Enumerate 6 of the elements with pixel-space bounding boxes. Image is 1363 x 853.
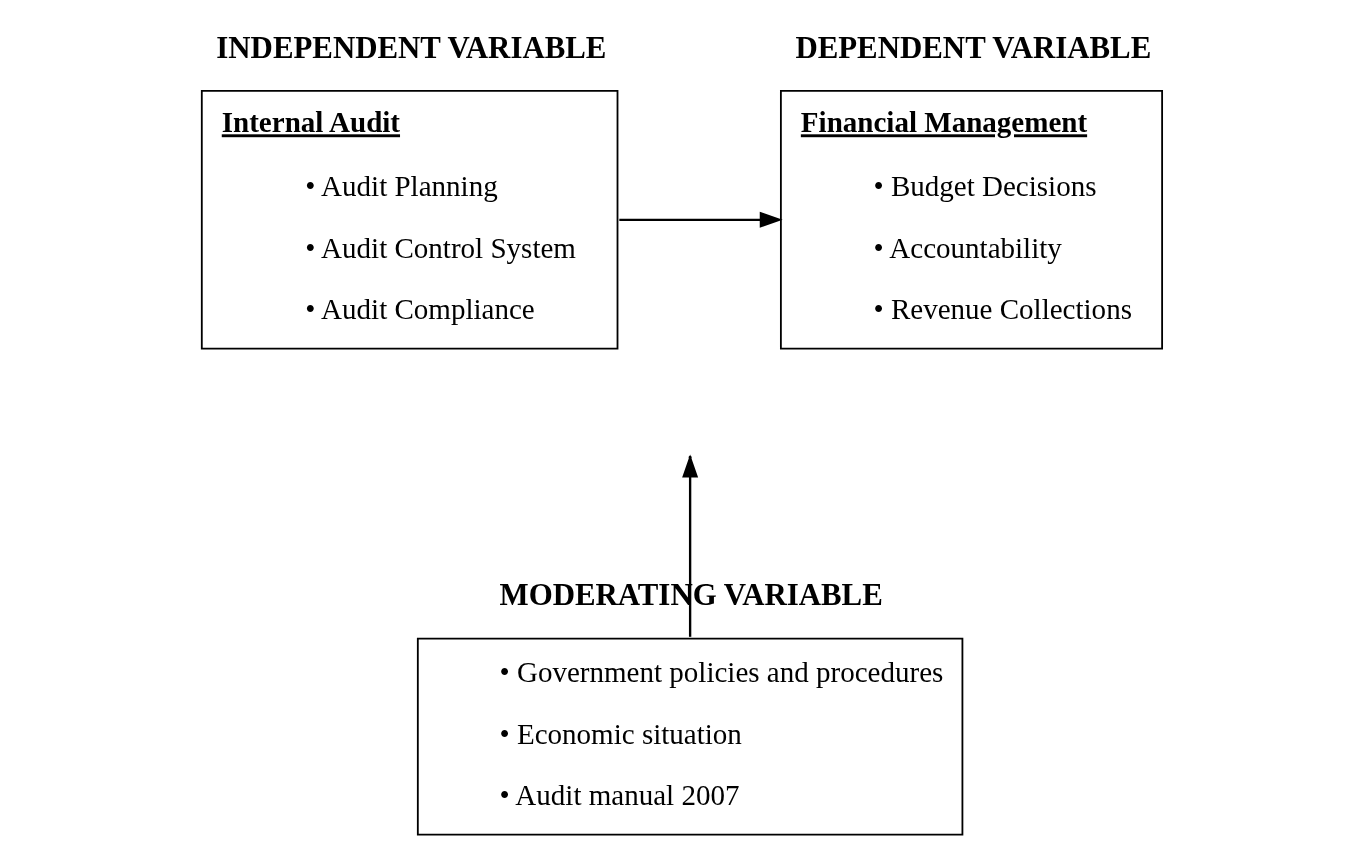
- arrow: [619, 211, 783, 228]
- node-box: Internal Audit • Audit Planning • Audit Control System • Audit Compliance: [200, 90, 619, 350]
- node-label: DEPENDENT VARIABLE: [795, 30, 1152, 65]
- node-label: INDEPENDENT VARIABLE: [216, 30, 607, 65]
- node-box: • Government policies and procedures • Economic situation • Audit manual 2007: [416, 637, 964, 836]
- node-box: Financial Management • Budget Decisions • Accountability • Revenue Collections: [780, 90, 1163, 350]
